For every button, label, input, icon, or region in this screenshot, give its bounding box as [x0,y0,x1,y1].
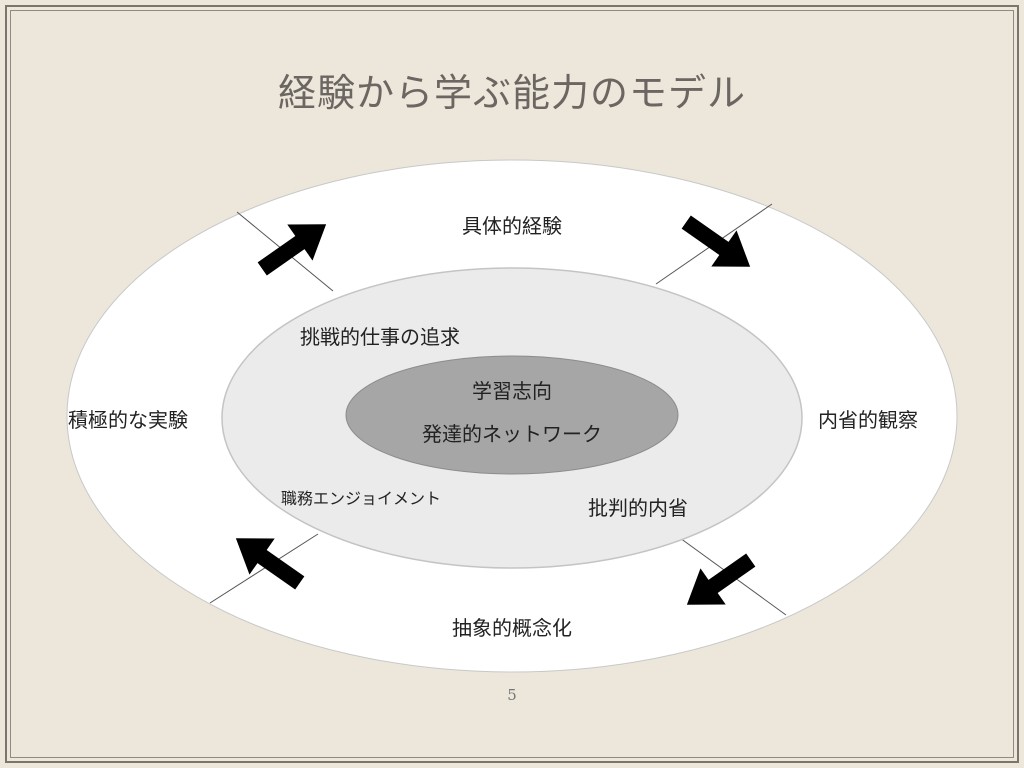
slide-title: 経験から学ぶ能力のモデル [277,71,746,115]
label-concrete-experience: 具体的経験 [462,214,562,238]
label-active-experimentation: 積極的な実験 [68,408,188,432]
slide-frame-inner [10,10,1014,758]
slide-frame-outer [5,5,1019,763]
label-reflective-observation: 内省的観察 [818,408,918,432]
arrow-down-left-icon [686,553,756,605]
label-challenging-work: 挑戦的仕事の追求 [300,325,460,349]
page-number: 5 [507,686,517,704]
label-abstract-conceptualization: 抽象的概念化 [452,616,572,640]
divider-bottom-left [209,533,319,604]
core-ellipse [345,355,679,475]
label-developmental-network: 発達的ネットワーク [422,422,602,446]
arrow-up-left-icon [235,538,305,590]
arrow-up-right-icon [257,224,327,276]
arrow-down-right-icon [681,215,751,267]
label-critical-reflection: 批判的内省 [588,496,688,520]
label-learning-orientation: 学習志向 [472,379,552,403]
label-job-enjoyment: 職務エンジョイメント [281,489,442,508]
